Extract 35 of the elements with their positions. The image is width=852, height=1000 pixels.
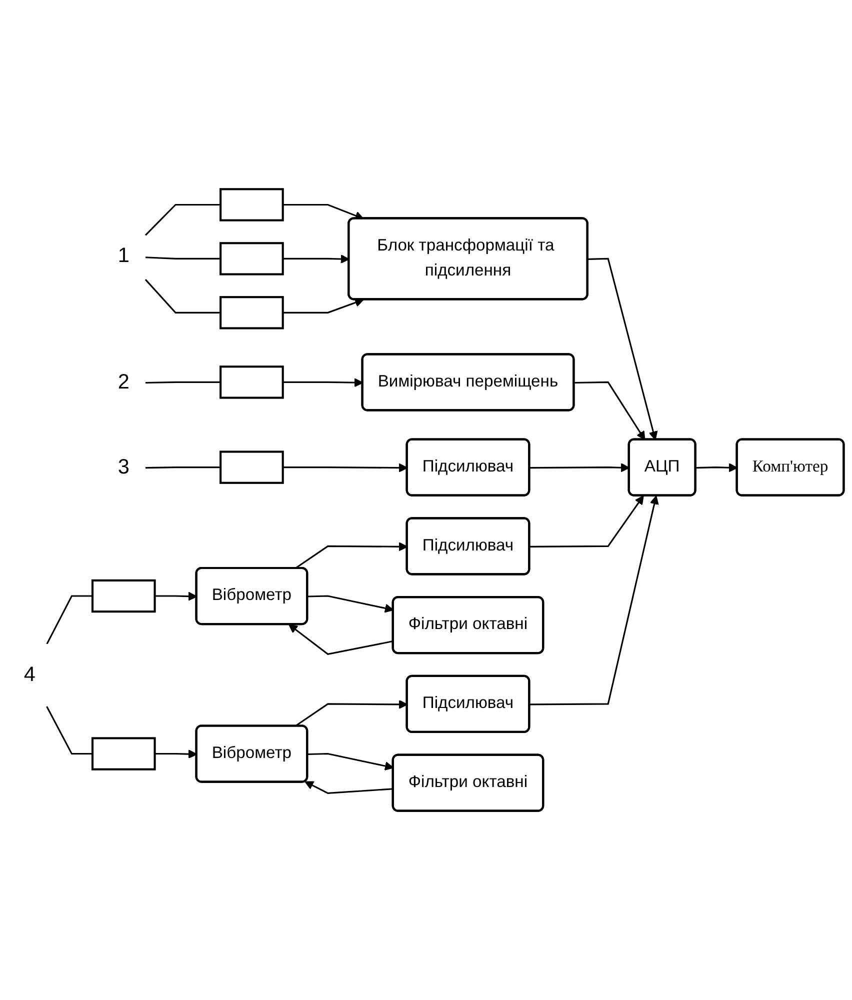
node-box xyxy=(220,366,284,399)
node-box xyxy=(220,188,284,222)
node-text: 2 xyxy=(118,370,130,394)
node-box xyxy=(91,579,156,613)
arrow xyxy=(588,258,658,440)
connector xyxy=(145,466,221,469)
connector xyxy=(144,279,221,314)
connector xyxy=(46,706,92,755)
node-text: 3 xyxy=(118,456,130,479)
node-text: 4 xyxy=(24,663,36,686)
connector xyxy=(145,381,221,384)
arrow xyxy=(574,381,646,440)
arrow xyxy=(282,463,408,472)
arrow xyxy=(696,463,738,472)
connector xyxy=(46,595,92,645)
arrow xyxy=(530,495,659,706)
node-box xyxy=(91,737,156,770)
arrow xyxy=(294,700,408,727)
arrow xyxy=(282,298,364,314)
arrow xyxy=(308,752,394,770)
arrow xyxy=(530,495,644,548)
arrow xyxy=(308,595,394,613)
node-text: 1 xyxy=(118,244,130,267)
node-box xyxy=(220,450,284,484)
node-box xyxy=(220,242,284,276)
node-box xyxy=(220,296,284,330)
arrow xyxy=(530,463,630,472)
connector xyxy=(145,256,221,260)
connector xyxy=(144,204,221,236)
arrow xyxy=(282,378,364,388)
arrow xyxy=(304,781,394,794)
arrow xyxy=(154,592,198,601)
arrow xyxy=(288,624,394,655)
arrow xyxy=(154,750,198,759)
arrow xyxy=(282,254,350,264)
